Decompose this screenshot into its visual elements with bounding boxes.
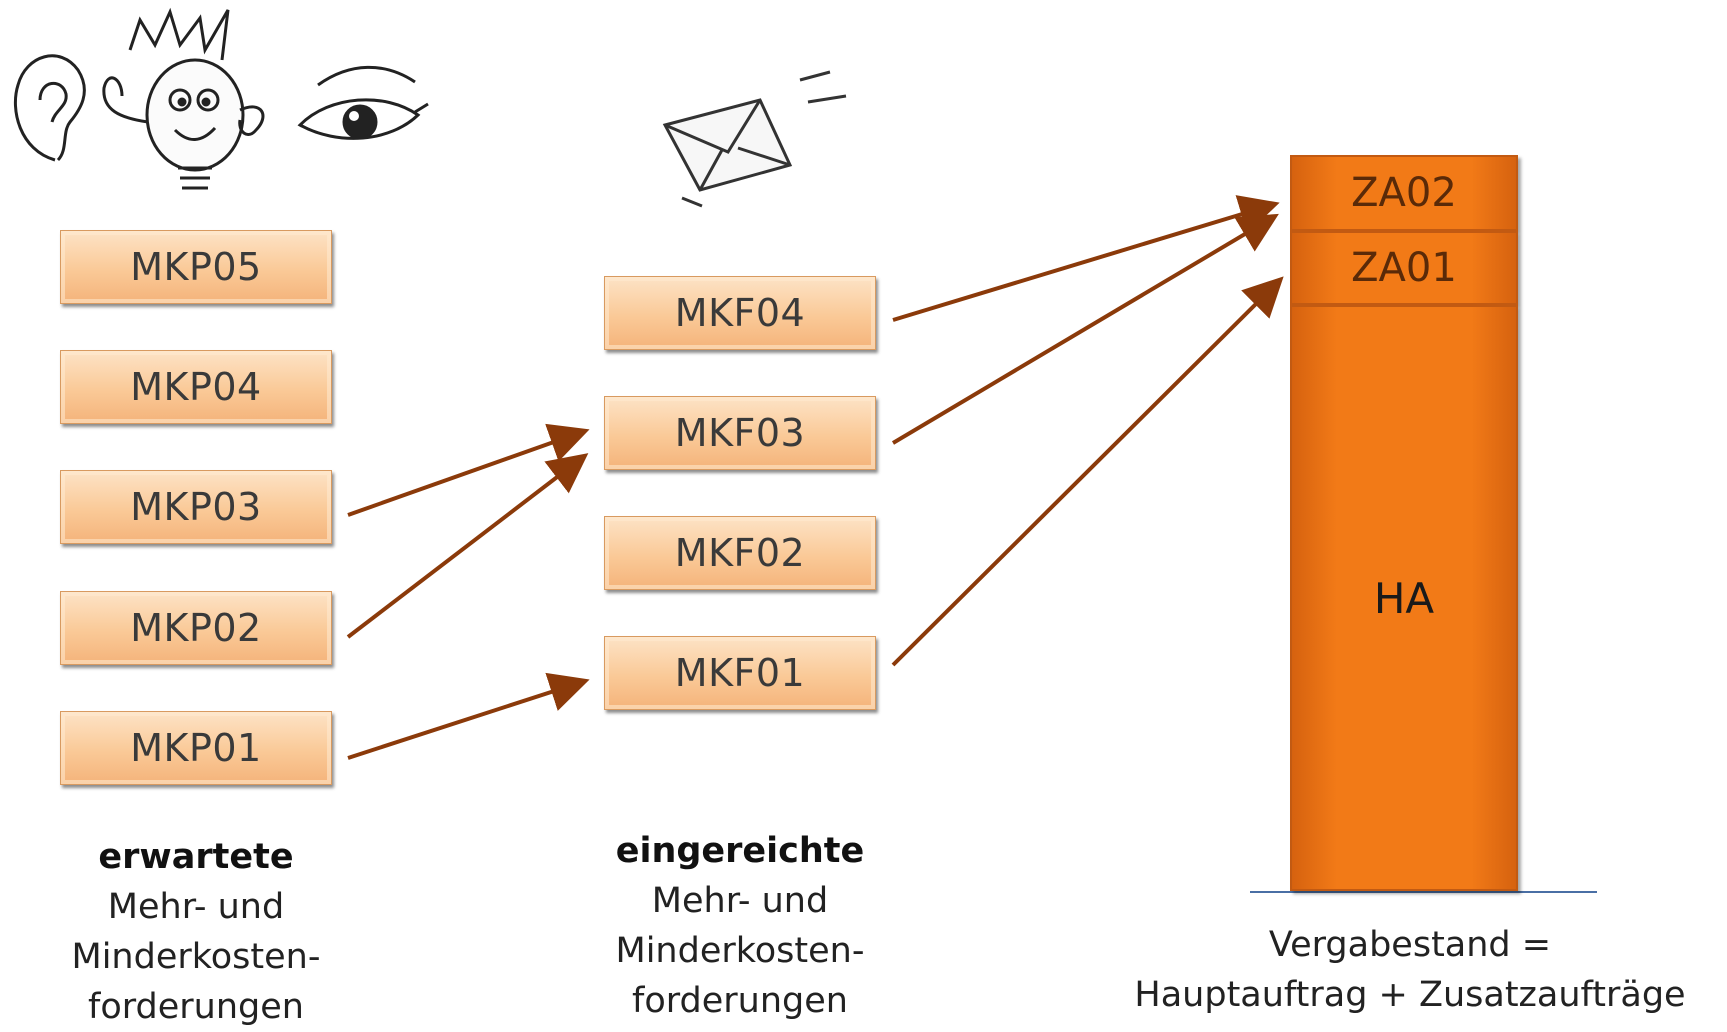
box-mkp03: MKP03 xyxy=(60,470,332,544)
caption-middle-bold: eingereichte xyxy=(615,831,865,871)
box-mkf03: MKF03 xyxy=(604,396,876,470)
caption-middle-line3: forderungen xyxy=(632,981,848,1021)
box-mkp02: MKP02 xyxy=(60,591,332,665)
box-mkf04: MKF04 xyxy=(604,276,876,350)
box-mkp05: MKP05 xyxy=(60,230,332,304)
box-mkp04: MKP04 xyxy=(60,350,332,424)
caption-left-line2: Minderkosten- xyxy=(71,937,321,977)
caption-left: erwartete Mehr- und Minderkosten- forder… xyxy=(40,832,352,1032)
eye-icon xyxy=(297,65,429,140)
caption-middle: eingereichte Mehr- und Minderkosten- for… xyxy=(580,826,900,1026)
envelope-icon xyxy=(662,70,847,208)
stack-za01: ZA01 xyxy=(1290,231,1518,305)
ear-icon xyxy=(13,54,86,162)
arrow-mkp01-mkf01 xyxy=(347,672,590,760)
stack-ha: HA xyxy=(1290,305,1518,891)
arrow-mkp03-mkf03 xyxy=(347,423,590,517)
caption-left-line1: Mehr- und xyxy=(107,887,285,927)
caption-right-line1: Vergabestand = xyxy=(1268,925,1552,965)
arrow-mkp02-mkf03 xyxy=(346,453,589,639)
lightbulb-idea-icon xyxy=(102,7,265,190)
box-mkp01: MKP01 xyxy=(60,711,332,785)
caption-left-line3: forderungen xyxy=(88,987,304,1027)
caption-middle-line1: Mehr- und xyxy=(651,881,829,921)
caption-middle-line2: Minderkosten- xyxy=(615,931,865,971)
caption-left-bold: erwartete xyxy=(98,837,294,877)
arrow-mkf04-za02 xyxy=(892,195,1280,322)
box-mkf01: MKF01 xyxy=(604,636,876,710)
caption-right: Vergabestand = Hauptauftrag + Zusatzauft… xyxy=(1110,920,1710,1020)
caption-right-line2: Hauptauftrag + Zusatzaufträge xyxy=(1134,975,1686,1015)
stack-za02: ZA02 xyxy=(1290,155,1518,231)
arrow-mkf03-za02 xyxy=(891,213,1279,445)
arrow-mkf01-za01 xyxy=(891,276,1284,667)
box-mkf02: MKF02 xyxy=(604,516,876,590)
